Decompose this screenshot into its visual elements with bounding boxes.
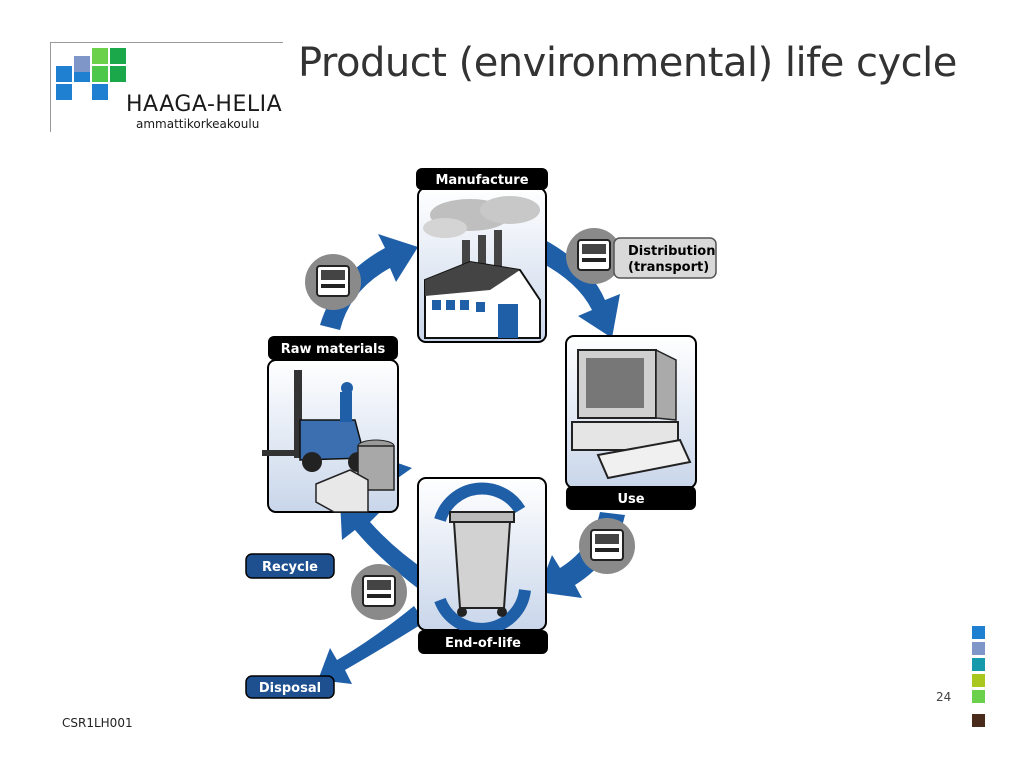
side-square-2 [972,642,985,655]
truck-use-end-icon [579,518,635,574]
side-square-6 [972,714,985,727]
slide-title: Product (environmental) life cycle [298,40,957,86]
distribution-label-bg [613,237,717,279]
arrow-into-raw [395,462,412,480]
footer-code: CSR1LH001 [62,716,133,730]
distribution-label-line2: (transport) [628,260,709,275]
arrow-manufacture-to-use [540,240,620,338]
distribution-label-line1: Distribution [628,244,715,259]
manufacture-label-bg [416,168,548,190]
side-square-4 [972,674,985,687]
raw-materials-panel [262,359,399,513]
disposal-label-bg [245,675,335,699]
recycle-label-bg [245,553,335,579]
side-square-3 [972,658,985,671]
logo-frame [50,42,283,132]
use-label-bg [566,486,696,510]
raw-materials-label: Raw materials [281,342,386,357]
end-of-life-panel [417,477,547,635]
use-label: Use [617,492,644,507]
side-square-1 [972,626,985,639]
truck-recycle-icon [351,564,407,620]
logo-name: HAAGA-HELIA [126,92,283,117]
end-of-life-label-bg [418,630,548,654]
page-number: 24 [936,690,952,704]
haaga-helia-logo-icon [56,48,126,100]
end-of-life-label: End-of-life [445,636,521,651]
logo-subtitle: ammattikorkeakoulu [136,117,260,131]
manufacture-label: Manufacture [435,173,528,188]
raw-materials-label-bg [268,336,398,360]
use-panel [565,335,697,489]
disposal-label: Disposal [259,681,321,696]
side-square-5 [972,690,985,703]
manufacture-panel [417,187,547,343]
arrow-end-to-raw [340,500,428,590]
recycle-label: Recycle [262,560,318,575]
distribution-truck-icon [566,228,622,284]
arrow-to-disposal [318,606,425,684]
truck-raw-icon [305,254,361,310]
